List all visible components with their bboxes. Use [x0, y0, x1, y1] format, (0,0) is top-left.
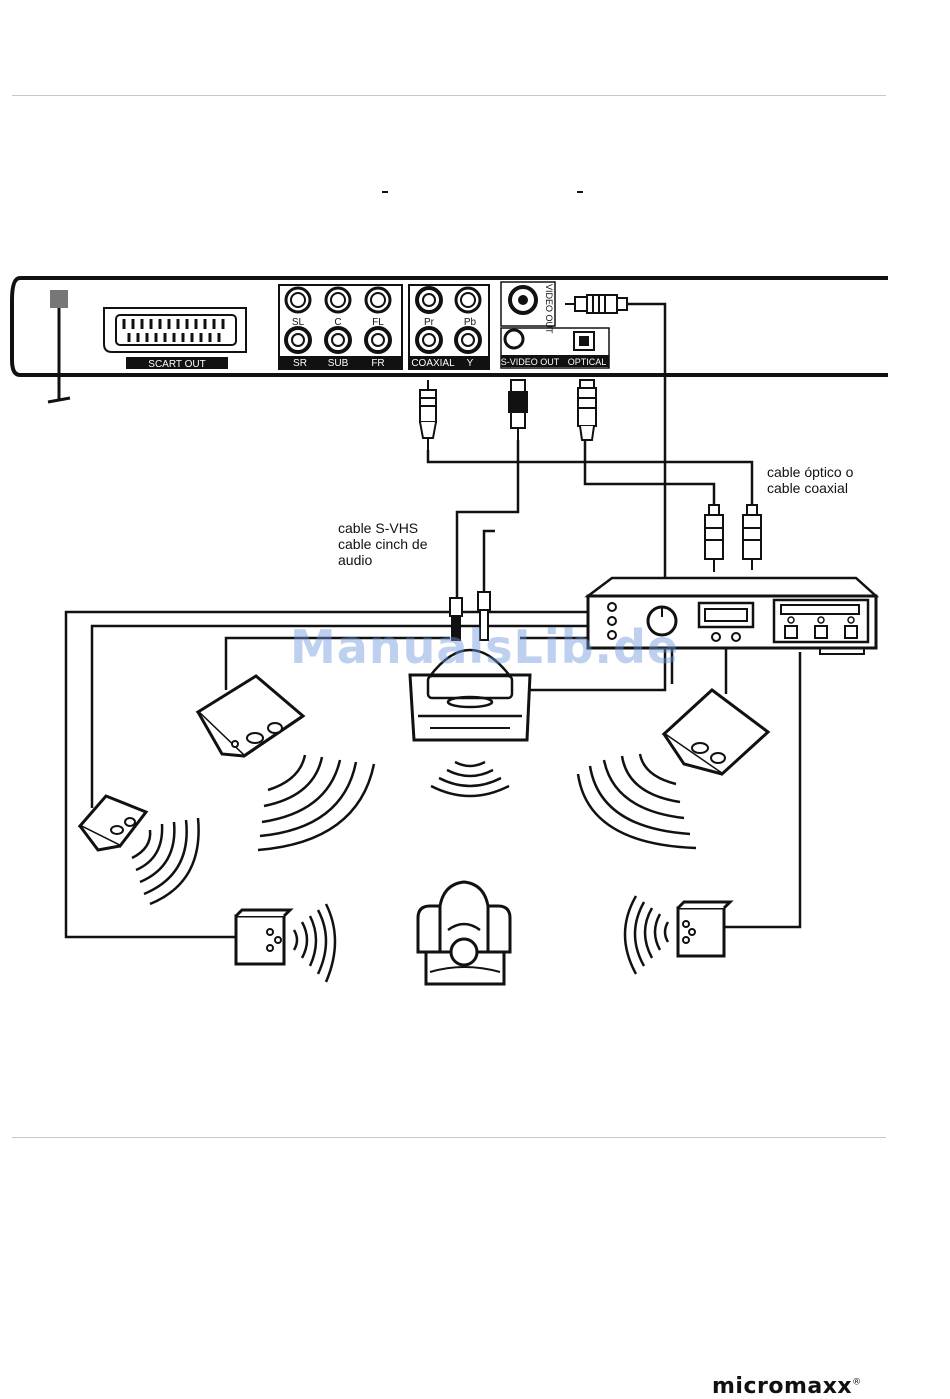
jack-label-fl: FL [372, 317, 384, 328]
svhs-cable-label-line1: cable S-VHS [338, 520, 418, 536]
brand-mark: ® [852, 1378, 862, 1388]
front-right-waves [578, 754, 696, 848]
jack-label-pr: Pr [424, 317, 435, 328]
watermark: ManualsLib.de [290, 620, 679, 674]
jack-label-coaxial: COAXIAL [411, 358, 455, 369]
scart-label: SCART OUT [148, 359, 205, 370]
optical-label: OPTICAL [568, 357, 607, 367]
dvd-rear-panel: SCART OUT SL C FL SR SUB FR Pr [12, 278, 888, 402]
jack-label-pb: Pb [464, 317, 477, 328]
surround-left-speaker [80, 796, 146, 850]
listener-chair [418, 882, 510, 984]
rear-right-speaker [678, 902, 730, 956]
optical-cable-label-line2: cable coaxial [767, 480, 848, 496]
jack-label-sr: SR [293, 358, 307, 369]
brand-name: micromaxx [712, 1374, 852, 1399]
optical-plug [578, 380, 596, 440]
svideo-label: S-VIDEO OUT [501, 357, 560, 367]
analog-audio-jacks: SL C FL SR SUB FR [279, 285, 402, 369]
jack-label-y: Y [467, 358, 474, 369]
component-coaxial-jacks: Pr Pb COAXIAL Y [409, 285, 489, 369]
svhs-cable-label-line2: cable cinch de [338, 536, 428, 552]
svhs-cable-label-line3: audio [338, 552, 372, 568]
center-sound-waves [431, 762, 509, 796]
rear-right-waves [625, 896, 668, 974]
amp-plugs [705, 505, 761, 572]
coax-plug [420, 380, 436, 450]
jack-label-sl: SL [292, 317, 305, 328]
optical-cable-label-line1: cable óptico o [767, 464, 854, 480]
video-out-label: VIDEO OUT [544, 284, 554, 334]
rear-left-speaker [236, 910, 290, 964]
front-left-speaker [198, 676, 303, 756]
brand-logo: micromaxx® [712, 1374, 862, 1399]
surround-left-waves [132, 818, 199, 904]
front-left-waves [258, 755, 374, 850]
center-speaker [410, 675, 530, 740]
jack-label-fr: FR [371, 358, 384, 369]
jack-label-c: C [334, 317, 341, 328]
front-right-speaker [664, 690, 768, 774]
video-plug [565, 295, 627, 313]
jack-label-sub: SUB [328, 358, 349, 369]
svideo-plug [509, 380, 527, 440]
scart-connector: SCART OUT [104, 308, 246, 370]
rear-left-waves [294, 904, 335, 982]
